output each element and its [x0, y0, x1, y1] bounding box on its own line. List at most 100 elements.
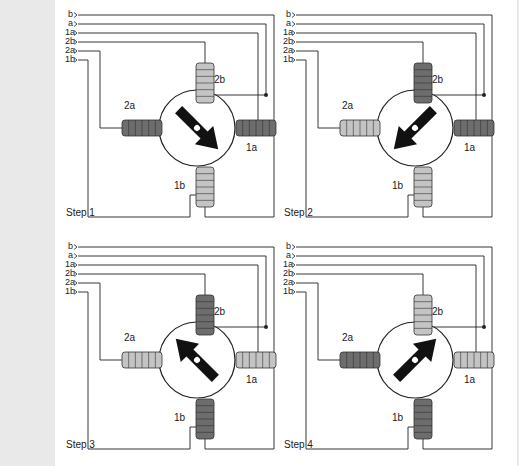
wire-label: 2b — [283, 269, 293, 278]
coil-winding — [196, 69, 214, 70]
coil-winding — [414, 193, 432, 194]
stator-coil — [122, 352, 162, 368]
coil-winding — [487, 120, 488, 136]
stator-coil — [340, 120, 380, 136]
wire-terminal — [74, 13, 77, 18]
wire-terminal — [292, 13, 295, 18]
step-label: Step 3 — [66, 440, 95, 450]
stator-coil — [414, 63, 432, 103]
wire — [296, 15, 492, 217]
wire-label: 1a — [65, 260, 75, 269]
wire-label: 2b — [65, 37, 75, 46]
coil-label: 2a — [342, 333, 353, 343]
step-panel — [74, 245, 276, 450]
coil-winding — [467, 120, 468, 136]
coil-label: 2a — [124, 333, 135, 343]
coil-winding — [256, 352, 257, 368]
coil-winding — [474, 352, 475, 368]
coil-winding — [196, 315, 214, 316]
rotor-axis — [411, 124, 419, 132]
stator-coil — [414, 167, 432, 207]
coil-winding — [262, 352, 263, 368]
coil-label: 1b — [392, 413, 403, 423]
wire-terminal — [74, 245, 77, 250]
coil-label: 2b — [214, 75, 225, 85]
wire-label: b — [68, 242, 73, 251]
coil-winding — [196, 321, 214, 322]
coil-winding — [196, 96, 214, 97]
wire-terminal — [74, 22, 77, 27]
step-panel — [74, 13, 276, 218]
coil-winding — [353, 352, 354, 368]
wire-terminal — [292, 254, 295, 259]
coil-winding — [196, 412, 214, 413]
coil-winding — [196, 405, 214, 406]
wire-label: a — [286, 19, 291, 28]
wire-label: 2b — [65, 269, 75, 278]
stator-coil — [196, 399, 214, 439]
wire — [78, 247, 274, 449]
coil-label: 2a — [124, 101, 135, 111]
wire-label: 1b — [65, 55, 75, 64]
step-panel — [292, 245, 494, 450]
wire — [78, 24, 266, 103]
rotor-arrow — [385, 100, 443, 158]
coil-winding — [346, 120, 347, 136]
wire — [296, 256, 484, 335]
wire-label: 1a — [283, 260, 293, 269]
stator-coil — [414, 399, 432, 439]
coil-winding — [414, 419, 432, 420]
wire-label: 2a — [65, 278, 75, 287]
coil-winding — [487, 352, 488, 368]
stator-coil — [454, 352, 494, 368]
stator-coil — [340, 352, 380, 368]
coil-winding — [128, 120, 129, 136]
coil-winding — [196, 173, 214, 174]
coil-label: 2b — [432, 75, 443, 85]
coil-label: 2b — [214, 307, 225, 317]
wire — [296, 42, 423, 63]
coil-winding — [414, 69, 432, 70]
junction-dot — [482, 93, 486, 97]
coil-label: 1b — [174, 181, 185, 191]
coil-winding — [196, 200, 214, 201]
wire-label: 1a — [65, 28, 75, 37]
coil-winding — [414, 315, 432, 316]
coil-winding — [142, 352, 143, 368]
coil-winding — [196, 187, 214, 188]
step-label: Step 1 — [66, 208, 95, 218]
coil-winding — [360, 352, 361, 368]
wire-label: b — [286, 242, 291, 251]
stator-coil — [454, 120, 494, 136]
coil-winding — [196, 301, 214, 302]
coil-label: 1a — [464, 375, 475, 385]
coil-winding — [480, 120, 481, 136]
stator-coil — [196, 167, 214, 207]
wire-label: 2b — [283, 37, 293, 46]
coil-winding — [414, 187, 432, 188]
stator-coil — [122, 120, 162, 136]
coil-winding — [196, 193, 214, 194]
coil-winding — [373, 120, 374, 136]
wire-terminal — [74, 254, 77, 259]
coil-winding — [414, 173, 432, 174]
coil-winding — [460, 120, 461, 136]
rotor-arrow — [169, 100, 227, 158]
coil-winding — [242, 120, 243, 136]
rotor-axis — [193, 356, 201, 364]
coil-winding — [414, 328, 432, 329]
rotor-axis — [411, 356, 419, 364]
wire-label: 2a — [65, 46, 75, 55]
coil-label: 1b — [174, 413, 185, 423]
coil-winding — [196, 308, 214, 309]
coil-winding — [414, 432, 432, 433]
junction-dot — [264, 325, 268, 329]
coil-winding — [414, 412, 432, 413]
coil-winding — [460, 352, 461, 368]
coil-winding — [414, 83, 432, 84]
wire — [78, 274, 205, 295]
coil-winding — [142, 120, 143, 136]
coil-winding — [135, 120, 136, 136]
wire-label: 1b — [283, 287, 293, 296]
